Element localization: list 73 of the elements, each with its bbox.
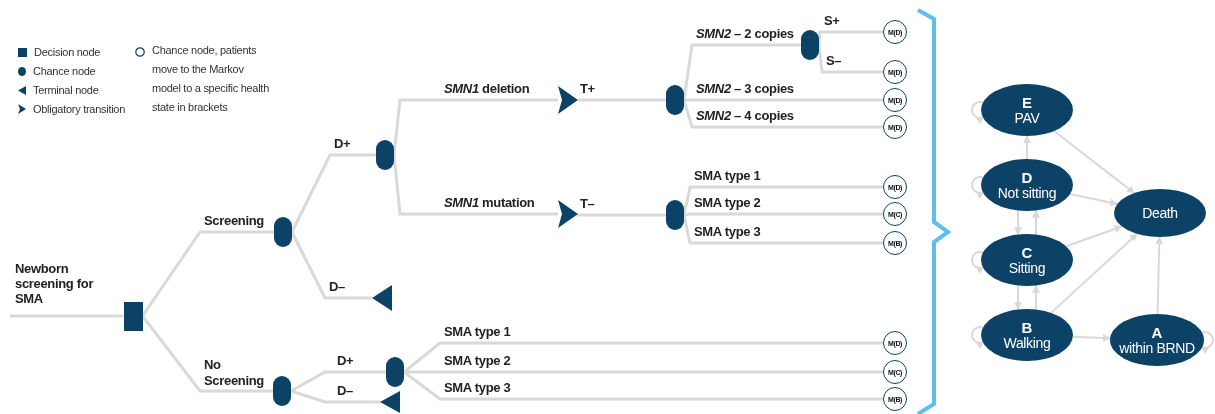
- branch-line: [576, 98, 666, 102]
- terminal-node-triangle: [380, 391, 400, 413]
- edge-label: D–: [337, 383, 353, 399]
- edge-label: SMN1 mutation: [444, 195, 535, 211]
- legend-text: Chance node, patients move to the Markov model to a specific health state in brackets: [152, 43, 270, 115]
- state-name: Sitting: [1008, 260, 1046, 276]
- state-letter: C: [1021, 244, 1033, 261]
- edge-label: D–: [329, 279, 345, 295]
- edge-label: SMA type 1: [444, 324, 511, 340]
- edge-label: SMA type 2: [444, 353, 511, 369]
- edge-label: T+: [580, 81, 595, 97]
- legend-text: Obligatory transition: [33, 103, 126, 115]
- edge-label: S+: [824, 13, 840, 29]
- branch-line: [141, 315, 273, 393]
- state-letter: D: [1021, 169, 1033, 186]
- branch-line: [403, 370, 883, 401]
- edge-label: SMN2 – 4 copies: [696, 108, 794, 124]
- decision-node-square: [123, 301, 143, 331]
- branch-line: [404, 370, 883, 374]
- self-loop-arrow: [971, 101, 985, 124]
- edge-label: T–: [580, 196, 595, 212]
- branch-line: [576, 212, 666, 217]
- branch-line: [141, 230, 274, 317]
- state-name: Not sitting: [997, 185, 1057, 201]
- self-loop-arrow: [971, 176, 985, 199]
- state-name: Walking: [1003, 335, 1051, 351]
- state-name: within BRND: [1119, 340, 1195, 356]
- edge-label: SMN2 – 2 copies: [696, 26, 794, 42]
- state-name: Death: [1142, 205, 1178, 221]
- arrow: [1014, 209, 1022, 236]
- arrow: [1050, 232, 1139, 314]
- branch-line: [683, 212, 883, 217]
- edge-label: SMN1 deletion: [444, 81, 530, 97]
- arrow: [1071, 333, 1112, 342]
- edge-label: SMN2 – 3 copies: [696, 81, 794, 97]
- edge-label: D+: [334, 136, 351, 152]
- self-loop-arrow: [971, 251, 985, 274]
- arrow: [1032, 209, 1040, 236]
- state-letter: A: [1151, 324, 1163, 341]
- arrow: [1023, 135, 1031, 160]
- arrow: [1155, 236, 1164, 315]
- health-state-ellipse: [981, 234, 1073, 286]
- obligatory-transition-triangle: [558, 200, 578, 228]
- arrow: [1053, 130, 1136, 195]
- edge-label: S–: [826, 53, 842, 69]
- arrow: [1032, 284, 1040, 311]
- branch-line: [403, 341, 883, 374]
- legend-text: Terminal node: [33, 84, 99, 96]
- self-loop-arrow: [1200, 331, 1214, 354]
- legend-text: Decision node: [34, 46, 101, 58]
- self-loop-arrow: [971, 326, 985, 349]
- edge-label: No Screening: [204, 356, 265, 388]
- arrow: [1014, 284, 1022, 311]
- edge-label: SMA type 3: [444, 380, 511, 396]
- node-caption: Newborn screening for SMA: [15, 262, 95, 307]
- state-letter: B: [1021, 319, 1033, 336]
- state-name: PAV: [1014, 110, 1040, 126]
- edge-label: SMA type 3: [694, 224, 761, 240]
- branch-line: [290, 389, 380, 404]
- edge-label: SMA type 2: [694, 195, 761, 211]
- arrow: [1065, 225, 1123, 248]
- health-state-ellipse: [1114, 189, 1206, 237]
- terminal-node-triangle: [372, 285, 392, 311]
- branch-line: [684, 98, 883, 102]
- edge-label: SMA type 1: [694, 168, 761, 184]
- branch-line: [290, 370, 386, 393]
- arrow: [1069, 193, 1119, 207]
- obligatory-transition-triangle: [558, 86, 578, 114]
- legend-text: Chance node: [33, 65, 96, 77]
- state-letter: E: [1022, 94, 1032, 111]
- edge-label: Screening: [204, 213, 264, 229]
- edge-label: D+: [337, 353, 354, 369]
- branch-line: [10, 314, 124, 318]
